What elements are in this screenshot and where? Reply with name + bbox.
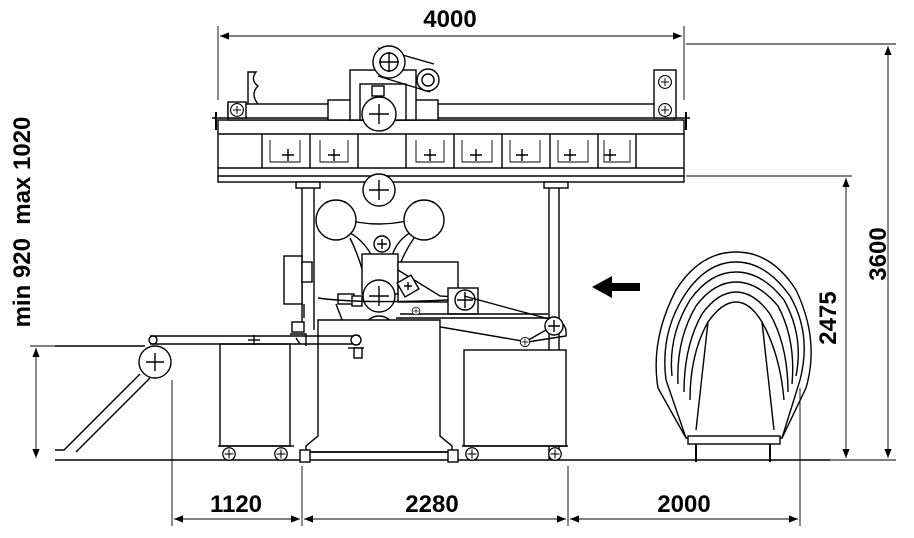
dimension-label-top-width: 4000 (423, 6, 476, 33)
top-drive-unit (327, 45, 440, 132)
coil-stand (655, 251, 812, 462)
dimension-label-total-height: 3600 (865, 227, 892, 280)
dimension-label-table-height: min 920 max 1020 (9, 117, 36, 328)
arrow-left-icon (592, 276, 640, 298)
dimension-top-width: 4000 (217, 6, 685, 100)
outfeed-conveyor (317, 287, 567, 348)
lower-cabinet (218, 319, 568, 463)
dimension-table-height: min 920 max 1020 (9, 117, 56, 458)
dimension-label-bottom-left: 1120 (210, 491, 262, 518)
compartment-centers (282, 149, 616, 161)
dimension-label-frame-height: 2475 (815, 291, 842, 344)
dimension-label-bottom-right: 2000 (657, 491, 710, 518)
overhead-frame (212, 69, 690, 183)
motor-unit (283, 255, 313, 346)
dimension-total-height: 3600 (686, 43, 896, 461)
dimension-label-bottom-middle: 2280 (405, 491, 458, 518)
infeed-conveyor (55, 334, 364, 453)
dimension-frame-height: 2475 (686, 175, 852, 458)
dimension-bottom: 1120 2280 2000 (171, 380, 801, 526)
roller-compartments (261, 134, 637, 168)
